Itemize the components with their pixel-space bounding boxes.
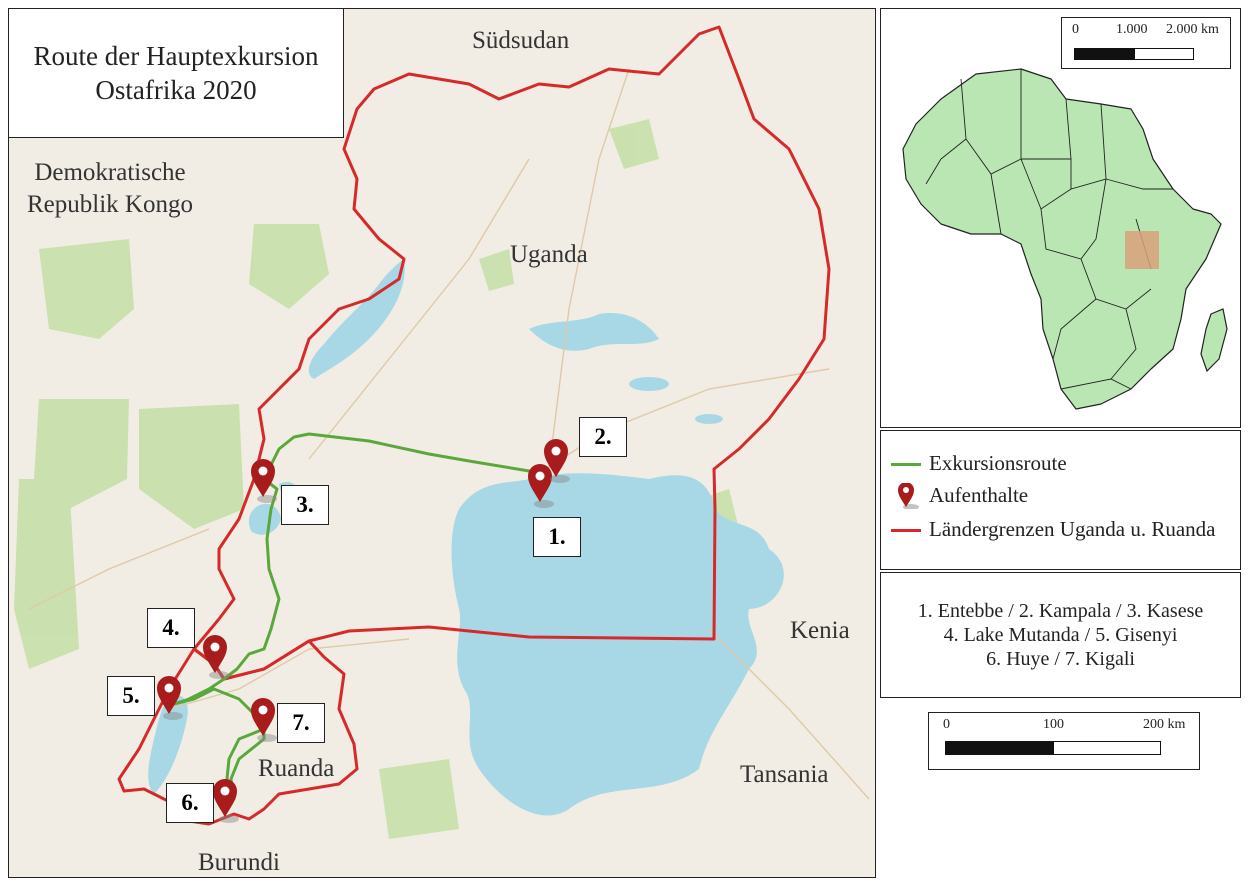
map-title: Route der Hauptexkursion Ostafrika 2020 [8,8,344,138]
lakes [148,259,784,816]
marker-pin-6[interactable] [213,779,239,823]
marker-label-2: 2. [579,417,627,457]
legend-item-borders: Ländergrenzen Uganda u. Ruanda [891,517,1216,542]
markers-svg [157,439,570,823]
uganda-highlight [1125,231,1159,269]
label-south-sudan: Südsudan [472,27,570,54]
scale-bar-inset: 0 1.000 2.000 km [1061,17,1231,69]
inset-africa-map[interactable]: 0 1.000 2.000 km [880,8,1241,428]
legend-item-route: Exkursionsroute [891,451,1067,476]
label-uganda: Uganda [510,241,588,268]
scale-inset-seg-2 [1134,48,1194,60]
label-burundi: Burundi [198,849,280,876]
stops-list: 1. Entebbe / 2. Kampala / 3. Kasese 4. L… [880,572,1241,698]
border-uganda [192,25,831,681]
border-rwanda [117,639,359,826]
africa-outline [902,68,1222,410]
marker-label-5: 5. [107,676,155,716]
roads [28,68,870,800]
label-rwanda: Ruanda [258,755,335,782]
legend: Exkursionsroute Aufenthalte Ländergrenze… [880,430,1241,570]
label-drc-line2: Republik Kongo [27,191,193,218]
scale-main-seg-2 [1053,741,1161,755]
map-title-line2: Ostafrika 2020 [95,75,257,105]
marker-pin-5[interactable] [157,676,183,720]
excursion-route [172,432,546,801]
marker-pin-7[interactable] [251,698,277,742]
africa-country-lines [925,69,1173,390]
stops-list-line1: 1. Entebbe / 2. Kampala / 3. Kasese [917,600,1204,622]
marker-label-6: 6. [166,783,214,823]
marker-pin-4[interactable] [203,635,229,679]
scale-inset-tick-2: 2.000 km [1166,22,1219,37]
legend-border-swatch [891,521,921,539]
stops-list-line2: 4. Lake Mutanda / 5. Gisenyi [943,624,1178,646]
scale-inset-tick-1: 1.000 [1116,22,1148,37]
marker-pin-icon [891,482,921,509]
label-drc: Demokratische Republik Kongo [27,157,193,221]
marker-label-4: 4. [147,608,195,648]
legend-item-stops: Aufenthalte [891,482,1029,509]
scale-inset-seg-1 [1074,48,1134,60]
marker-pin-1[interactable] [528,464,554,508]
scale-main-seg-1 [945,741,1053,755]
scale-inset-tick-0: 0 [1072,22,1079,37]
label-tanzania: Tansania [740,761,829,788]
label-kenya: Kenia [790,617,850,644]
marker-label-3: 3. [281,485,329,525]
legend-borders-label: Ländergrenzen Uganda u. Ruanda [929,517,1216,541]
legend-route-label: Exkursionsroute [929,451,1067,475]
legend-stops-label: Aufenthalte [929,483,1029,507]
scale-main-tick-1: 100 [1043,717,1064,732]
map-title-line1: Route der Hauptexkursion [33,41,319,71]
scale-main-tick-0: 0 [943,717,950,732]
scale-main-tick-2: 200 km [1143,717,1186,732]
marker-label-7: 7. [277,703,325,743]
marker-label-1: 1. [533,517,581,557]
marker-pin-3[interactable] [251,459,277,503]
legend-route-swatch [891,455,921,473]
stops-list-line3: 6. Huye / 7. Kigali [986,648,1135,670]
inset-canvas [902,68,1228,410]
map-canvas [14,25,870,839]
madagascar [1200,308,1228,373]
label-drc-line1: Demokratische [34,159,186,186]
main-map[interactable]: Südsudan Demokratische Republik Kongo Ug… [8,8,876,878]
scale-bar-main: 0 100 200 km [928,712,1200,770]
